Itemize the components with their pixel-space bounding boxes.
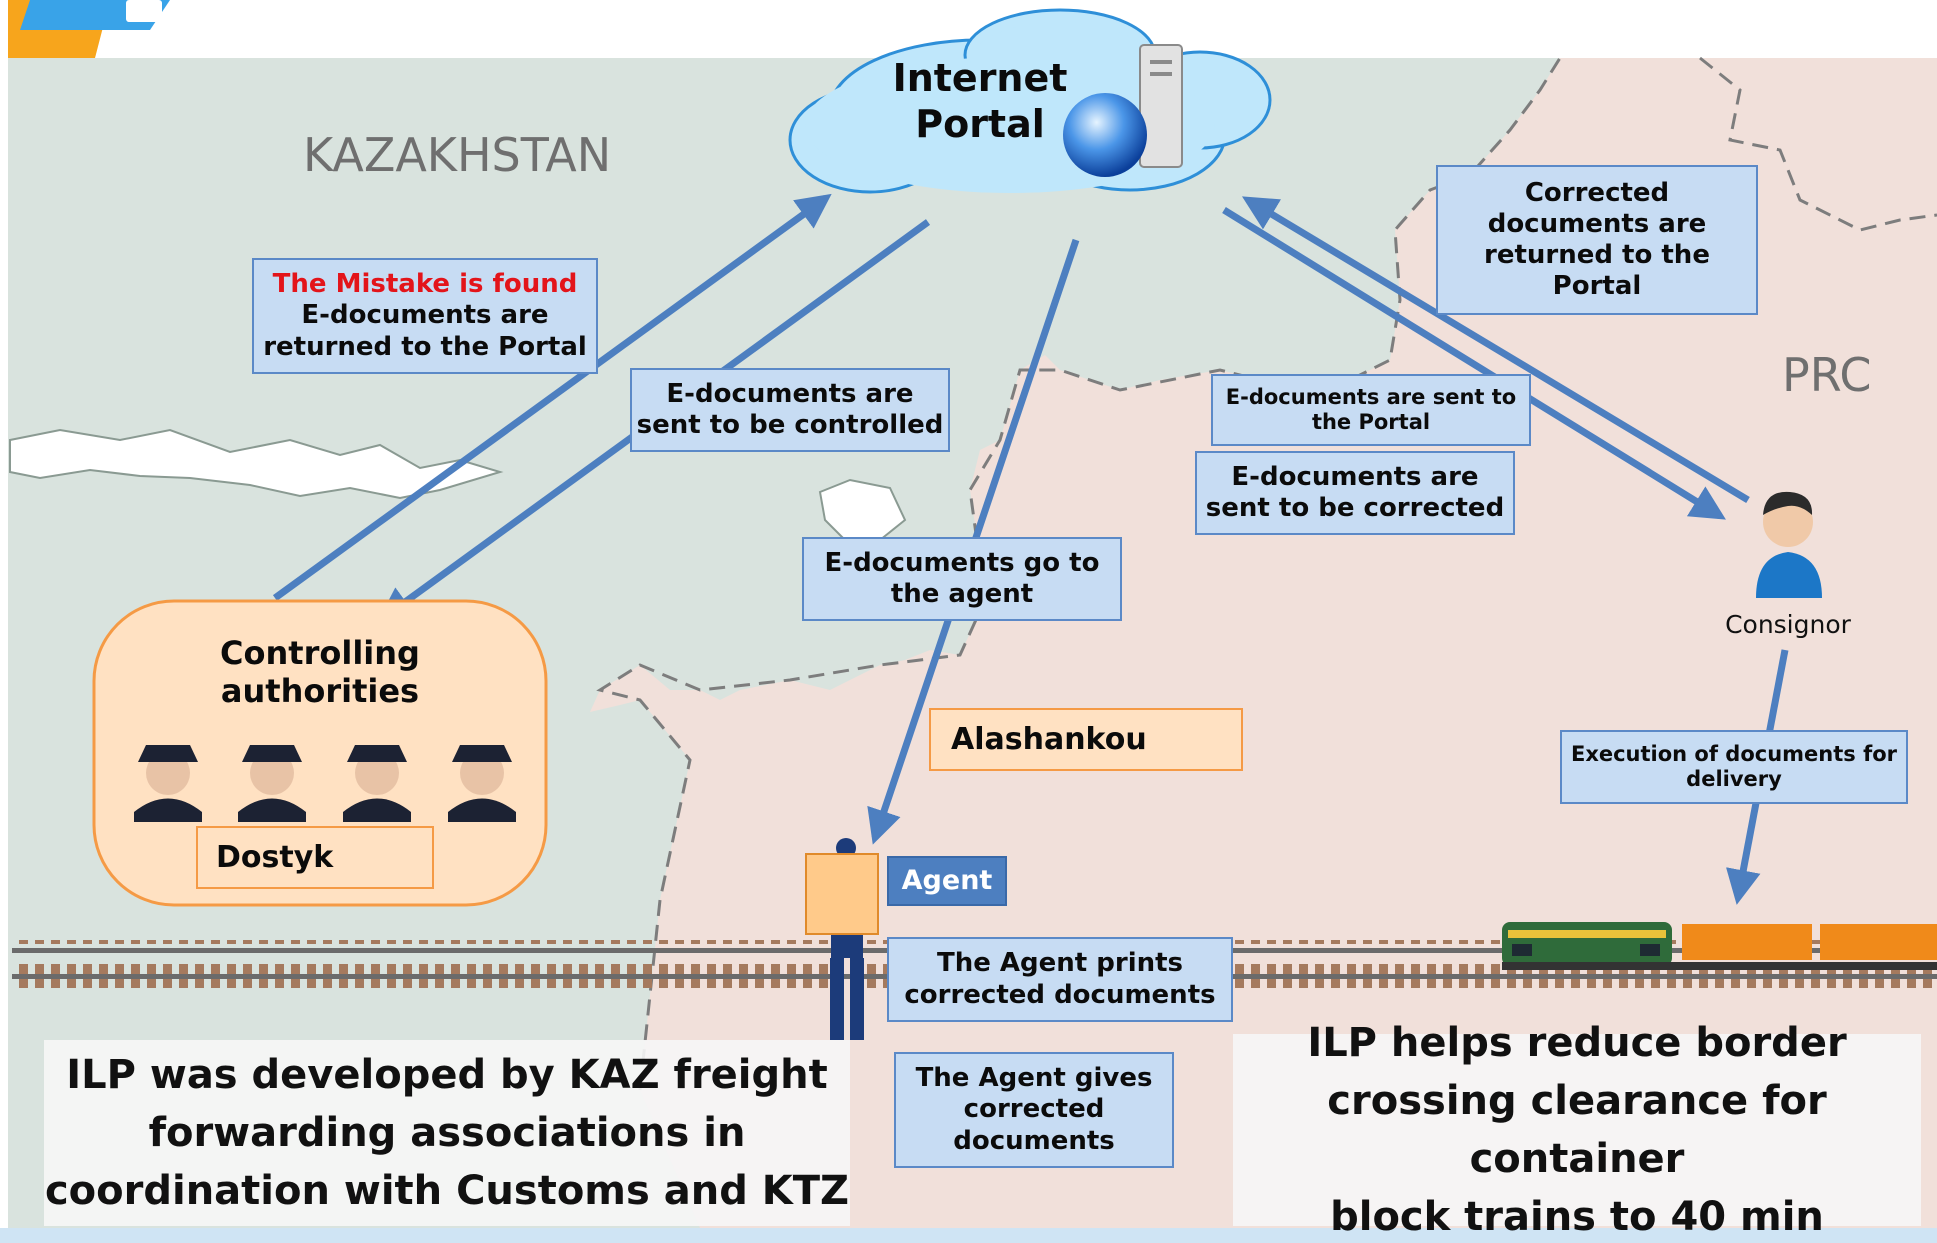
go-to-agent-box: E-documents go to the agent — [802, 537, 1122, 621]
box-line: E-documents are — [1231, 461, 1479, 492]
lake-balkhash — [9, 428, 504, 500]
box-line: sent to be corrected — [1205, 493, 1505, 523]
caption-line: crossing clearance for container — [1327, 1078, 1827, 1182]
police-officer-icon — [238, 745, 306, 822]
box-line: Corrected — [1524, 177, 1670, 208]
consignor-icon — [1756, 491, 1822, 598]
portal-label: Internet Portal — [880, 56, 1080, 147]
box-line: returned to the Portal — [263, 331, 587, 362]
box-line: the Portal — [1311, 410, 1431, 434]
box-line: delivery — [1686, 767, 1782, 791]
sent-to-be-corrected-box: E-documents are sent to be corrected — [1195, 451, 1515, 535]
consignor-label: Consignor — [1725, 610, 1851, 639]
border-line-north — [1699, 56, 1937, 232]
mistake-found-box: The Mistake is found E-documents are ret… — [252, 258, 598, 374]
police-officer-icon — [343, 745, 411, 822]
box-line: E-documents are — [301, 300, 549, 331]
dostyk-station: Dostyk — [196, 826, 434, 889]
box-line: The Agent prints — [936, 948, 1184, 979]
caption-line: block trains to 40 min — [1330, 1194, 1824, 1240]
country-label-kazakhstan: KAZAKHSTAN — [303, 128, 612, 182]
police-officer-icon — [134, 745, 202, 822]
execution-box: Execution of documents for delivery — [1560, 730, 1908, 804]
arrow-portal-to-consignor — [1222, 207, 1726, 520]
logo-icon — [126, 0, 162, 22]
box-line: E-documents go to — [824, 547, 1100, 578]
portal-label-line: Internet — [892, 56, 1068, 100]
box-line: returned to the — [1484, 240, 1710, 270]
box-line: the agent — [890, 579, 1034, 609]
box-line: Portal — [1552, 271, 1642, 302]
box-line: corrected — [963, 1094, 1105, 1125]
controlling-label-line: Controlling — [220, 634, 420, 672]
arrow-consignor-to-portal — [1241, 196, 1750, 504]
globe-icon — [1063, 93, 1147, 177]
caption-line: coordination with Customs and KTZ — [44, 1168, 850, 1214]
train — [1502, 922, 1937, 970]
country-label-prc: PRC — [1782, 348, 1872, 402]
bottom-wave — [0, 1228, 1937, 1243]
caption-left: ILP was developed by KAZ freight forward… — [44, 1040, 850, 1226]
sent-to-be-controlled-box: E-documents are sent to be controlled — [630, 368, 950, 452]
sent-to-portal-box: E-documents are sent to the Portal — [1211, 374, 1531, 446]
police-officer-icon — [448, 745, 516, 822]
box-line: The Agent gives — [915, 1063, 1153, 1094]
alashankou-station: Alashankou — [929, 708, 1243, 771]
controlling-authorities-label: Controlling authorities — [180, 634, 460, 711]
box-line: documents — [953, 1125, 1115, 1156]
portal-label-line: Portal — [915, 101, 1045, 146]
mistake-found-heading: The Mistake is found — [272, 269, 578, 300]
caption-right: ILP helps reduce border crossing clearan… — [1233, 1020, 1921, 1240]
box-line: E-documents are — [666, 378, 914, 409]
agent-gives-box: The Agent gives corrected documents — [894, 1052, 1174, 1168]
agent-icon — [805, 838, 879, 1040]
border-line — [596, 57, 1562, 1091]
box-line: E-documents are sent to — [1225, 384, 1517, 409]
box-line: sent to be controlled — [636, 410, 944, 440]
dostyk-label: Dostyk — [216, 839, 334, 875]
box-line: documents are — [1487, 208, 1707, 239]
corrected-returned-box: Corrected documents are returned to the … — [1436, 165, 1758, 315]
caption-line: ILP was developed by KAZ freight — [66, 1052, 828, 1098]
box-line: Execution of documents for — [1570, 741, 1898, 766]
agent-prints-box: The Agent prints corrected documents — [887, 937, 1233, 1022]
caption-line: forwarding associations in — [148, 1110, 746, 1156]
box-line: corrected documents — [904, 979, 1216, 1010]
controlling-label-line: authorities — [220, 672, 420, 711]
arrow-controlling-to-portal — [272, 193, 832, 601]
agent-label: Agent — [887, 856, 1007, 906]
server-icon — [1139, 44, 1183, 168]
caption-line: ILP helps reduce border — [1307, 1020, 1847, 1066]
lake-alakol — [818, 478, 907, 541]
alashankou-label: Alashankou — [951, 721, 1147, 757]
agent-label-text: Agent — [901, 864, 993, 896]
